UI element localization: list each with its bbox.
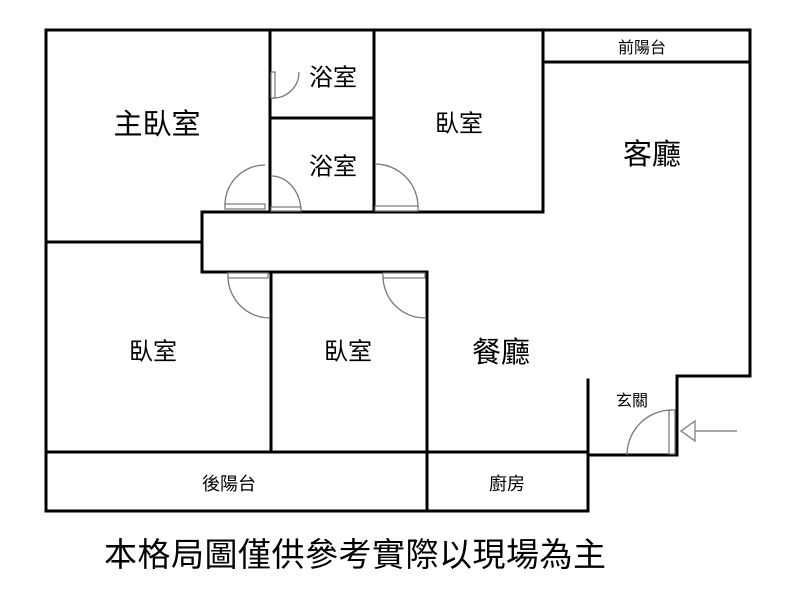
- door-master-bedroom[interactable]: [224, 164, 266, 210]
- room-label-bedroom-top: 臥室: [435, 109, 483, 138]
- door-bathroom-1[interactable]: [270, 71, 300, 99]
- entrance-arrow-icon: [679, 419, 737, 443]
- door-bedroom-top[interactable]: [374, 163, 419, 212]
- room-label-master-bedroom: 主臥室: [113, 107, 201, 141]
- door-bedroom-left[interactable]: [227, 272, 271, 319]
- room-label-bedroom-left: 臥室: [129, 337, 177, 366]
- door-bathroom-2[interactable]: [270, 175, 302, 212]
- room-label-entrance: 玄關: [615, 391, 649, 410]
- room-label-front-balcony: 前陽台: [617, 38, 667, 57]
- room-label-living-room: 客廳: [622, 137, 682, 171]
- room-label-bathroom-2: 浴室: [309, 152, 357, 181]
- door-bedroom-middle[interactable]: [382, 272, 426, 319]
- room-label-rear-balcony: 後陽台: [202, 474, 256, 495]
- room-label-dining-room: 餐廳: [471, 335, 531, 369]
- room-label-bathroom-1: 浴室: [309, 63, 357, 92]
- walls: [44, 28, 752, 513]
- room-label-kitchen: 廚房: [489, 474, 525, 495]
- doors: [224, 71, 676, 456]
- door-entrance[interactable]: [626, 409, 676, 456]
- disclaimer-text: 本格局圖僅供參考實際以現場為主: [104, 535, 607, 574]
- room-label-bedroom-middle: 臥室: [324, 337, 372, 366]
